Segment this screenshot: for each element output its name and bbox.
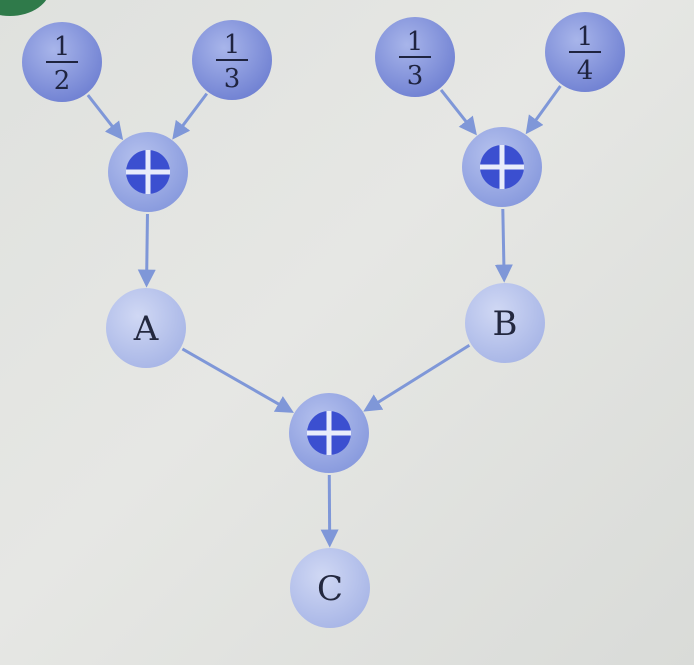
node-label: B [493,304,518,344]
letter-circle [290,548,370,628]
arrow-plus-left-to-result-a [137,213,156,288]
fraction-numerator: 1 [224,30,241,60]
arrow-frac-1-3b-to-plus-right [439,89,477,136]
node-frac-1-3a: 13 [192,20,272,100]
node-frac-1-2: 12 [22,22,102,102]
arrow-result-a-to-plus-bottom [181,347,294,413]
node-result-c: C [290,548,370,628]
fraction-numerator: 1 [54,32,71,62]
node-plus-bottom [289,393,369,473]
arrow-frac-1-3a-to-plus-left [172,92,209,140]
arrow-result-b-to-plus-bottom [363,343,471,412]
circled-plus-icon [480,145,524,189]
node-label: A [133,309,159,349]
letter-circle [106,288,186,368]
circled-plus-icon [126,150,170,194]
edges [86,85,562,548]
node-label: C [317,569,343,609]
node-plus-right [462,127,542,207]
node-result-a: A [106,288,186,368]
fraction-denominator: 3 [407,61,424,91]
arrow-frac-1-4-to-plus-right [525,85,562,135]
node-frac-1-3b: 13 [375,17,455,97]
node-plus-left [108,132,188,212]
fraction-numerator: 1 [577,22,594,52]
fraction-denominator: 2 [54,66,71,96]
circled-plus-icon [307,411,351,455]
arrow-frac-1-2-to-plus-left [86,94,124,141]
arrow-plus-right-to-result-b [494,208,513,283]
fraction-denominator: 3 [224,64,241,94]
letter-circle [465,283,545,363]
fraction-denominator: 4 [577,56,594,86]
fraction-numerator: 1 [407,27,424,57]
node-frac-1-4: 14 [545,12,625,92]
node-result-b: B [465,283,545,363]
